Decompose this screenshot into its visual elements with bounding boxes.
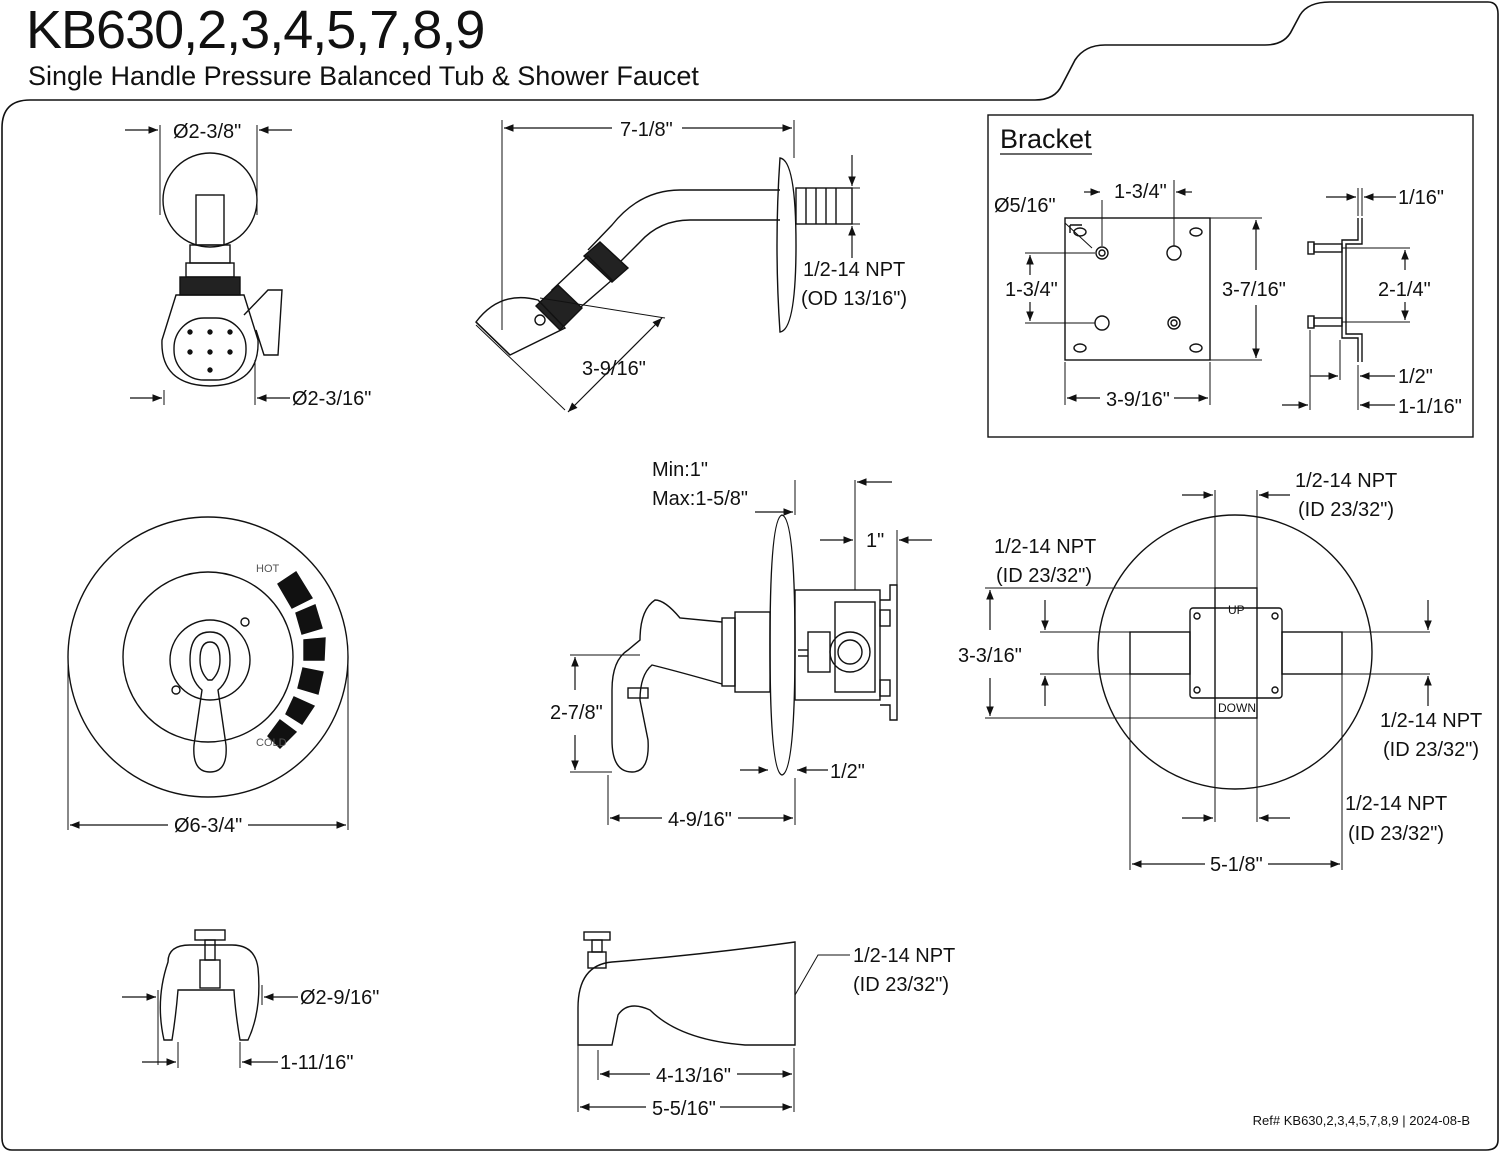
dim-bracket-depth-a: 1/2": [1398, 366, 1433, 388]
dim-spout-overall: 5-5/16": [652, 1098, 716, 1120]
bracket-box: [987, 114, 1474, 438]
bracket-extension-lines: [1025, 180, 1410, 410]
dim-port-spacing-h: 5-1/8": [1210, 854, 1263, 876]
dim-spout-width: 1-11/16": [280, 1052, 353, 1074]
cold-label: COLD: [256, 737, 287, 749]
dim-spout-diameter: Ø2-9/16": [300, 987, 379, 1009]
valve-back-view: [985, 490, 1430, 870]
dim-bottom-port-line2: (ID 23/32"): [1348, 823, 1444, 845]
dim-line: [567, 317, 663, 413]
dim-bracket-stud-spacing: 2-1/4": [1378, 279, 1431, 301]
dim-arm-thread-line2: (OD 13/16"): [801, 288, 907, 310]
dim-arm-length: 7-1/8": [620, 119, 673, 141]
dim-valve-half-inch: 1/2": [830, 761, 865, 783]
footer-reference: Ref# KB630,2,3,4,5,7,8,9 | 2024-08-B: [1253, 1113, 1470, 1128]
dim-bracket-thickness: 1/16": [1398, 187, 1444, 209]
trim-plate-front-view: [67, 516, 349, 830]
dim-valve-depth: 4-9/16": [668, 809, 732, 831]
dim-valve-wall-min: Min:1": [652, 459, 708, 481]
footer-ref: Ref# KB630,2,3,4,5,7,8,9: [1252, 1113, 1399, 1128]
dim-trim-diameter: Ø6-3/4": [174, 815, 242, 837]
bracket-title: Bracket: [1000, 124, 1092, 154]
down-label: DOWN: [1218, 701, 1256, 715]
bracket-plate-side: [1307, 218, 1363, 362]
dim-head-length: 3-9/16": [582, 358, 646, 380]
product-description: Single Handle Pressure Balanced Tub & Sh…: [28, 61, 699, 91]
footer-revision: 2024-08-B: [1409, 1113, 1470, 1128]
model-title: KB630,2,3,4,5,7,8,9: [26, 0, 485, 60]
dim-arm-thread-line1: 1/2-14 NPT: [803, 259, 905, 281]
spout-front-view: [157, 929, 263, 1068]
dim-bracket-depth-b: 1-1/16": [1398, 396, 1462, 418]
dim-bracket-plate-width: 3-9/16": [1106, 389, 1170, 411]
dim-left-port-line1: 1/2-14 NPT: [994, 536, 1096, 558]
dim-top-port-line2: (ID 23/32"): [1298, 499, 1394, 521]
shower-head-front-view: [159, 125, 283, 405]
dim-valve-wall-max: Max:1-5/8": [652, 488, 748, 510]
dim-valve-one-inch: 1": [866, 530, 884, 552]
dim-spout-thread-line1: 1/2-14 NPT: [853, 945, 955, 967]
footer-separator: |: [1402, 1113, 1410, 1128]
dim-right-port-line2: (ID 23/32"): [1383, 739, 1479, 761]
hot-label: HOT: [256, 563, 280, 575]
dim-head-bottom-diameter: Ø2-3/16": [292, 388, 371, 410]
dim-bottom-port-line1: 1/2-14 NPT: [1345, 793, 1447, 815]
bracket-plate-front: [1064, 217, 1211, 361]
spout-side-view: [577, 931, 850, 1112]
dim-bracket-plate-height: 3-7/16": [1222, 279, 1286, 301]
up-label: UP: [1228, 603, 1245, 617]
valve-side-view: [570, 480, 898, 825]
dim-bracket-hole-spacing-h: 1-3/4": [1114, 181, 1167, 203]
dim-port-spacing-v: 3-3/16": [958, 645, 1022, 667]
dim-left-port-line2: (ID 23/32"): [996, 565, 1092, 587]
dim-spout-reach: 4-13/16": [656, 1065, 731, 1087]
dim-spout-thread-line2: (ID 23/32"): [853, 974, 949, 996]
dim-bracket-hole-spacing-v: 1-3/4": [1005, 279, 1058, 301]
dim-head-top-diameter: Ø2-3/8": [173, 121, 241, 143]
dim-bracket-hole-diameter: Ø5/16": [994, 195, 1056, 217]
dim-valve-handle-height: 2-7/8": [550, 702, 603, 724]
dim-right-port-line1: 1/2-14 NPT: [1380, 710, 1482, 732]
dim-top-port-line1: 1/2-14 NPT: [1295, 470, 1397, 492]
